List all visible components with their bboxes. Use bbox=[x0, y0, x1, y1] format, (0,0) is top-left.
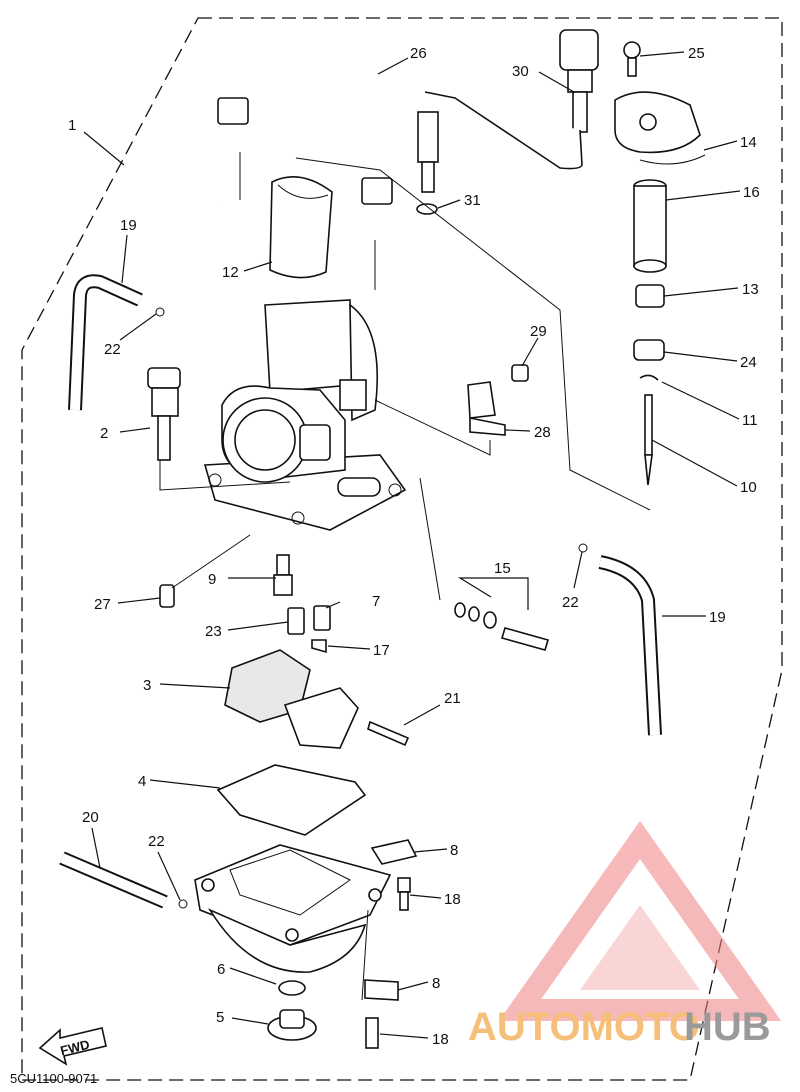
part-o-ring-6 bbox=[278, 980, 306, 996]
callout-9: 9 bbox=[208, 571, 216, 588]
part-drain-plug bbox=[267, 1009, 317, 1041]
part-rubber-cover bbox=[269, 176, 333, 279]
part-throttle-cover bbox=[614, 91, 706, 165]
callout-10: 10 bbox=[740, 479, 757, 496]
part-throttle-cable bbox=[217, 36, 393, 290]
callouts: 1 2 3 4 5 6 7 8 8 9 10 11 12 13 14 15 16… bbox=[68, 45, 760, 1048]
callout-19b: 19 bbox=[709, 609, 726, 626]
callout-3: 3 bbox=[143, 677, 151, 694]
callout-21: 21 bbox=[444, 690, 461, 707]
watermark-logo bbox=[498, 820, 782, 1021]
callout-4: 4 bbox=[138, 773, 146, 790]
callout-26: 26 bbox=[410, 45, 427, 62]
part-o-ring-31 bbox=[416, 203, 438, 215]
callout-13: 13 bbox=[742, 281, 759, 298]
part-screw-25 bbox=[623, 41, 641, 77]
callout-25: 25 bbox=[688, 45, 705, 62]
callout-18a: 18 bbox=[444, 891, 461, 908]
callout-8a: 8 bbox=[450, 842, 458, 859]
part-screw-18b bbox=[365, 1017, 379, 1049]
callout-24: 24 bbox=[740, 354, 757, 371]
part-float-bowl bbox=[194, 844, 392, 973]
watermark-text-1: AUTOMOTO bbox=[468, 1005, 700, 1049]
assembly-boundary bbox=[21, 17, 783, 1081]
callout-27: 27 bbox=[94, 596, 111, 613]
fwd-arrow: FWD bbox=[38, 1027, 107, 1066]
part-throttle-stop-screw bbox=[147, 367, 181, 461]
watermark-text-2: HUB bbox=[684, 1005, 771, 1049]
diagram-code: 5CU1100-9071 bbox=[10, 1071, 97, 1086]
callout-20: 20 bbox=[82, 809, 99, 826]
part-float bbox=[224, 649, 359, 749]
callout-29: 29 bbox=[530, 323, 547, 340]
part-clip-22b bbox=[578, 543, 588, 553]
callout-12: 12 bbox=[222, 264, 239, 281]
callout-15: 15 bbox=[494, 560, 511, 577]
callout-8b: 8 bbox=[432, 975, 440, 992]
part-jet-9 bbox=[273, 554, 293, 596]
svg-text:FWD: FWD bbox=[59, 1037, 91, 1059]
callout-6: 6 bbox=[217, 961, 225, 978]
callout-23: 23 bbox=[205, 623, 222, 640]
part-plate-24 bbox=[633, 339, 665, 361]
part-bracket-8a bbox=[370, 839, 418, 865]
part-clip-22a bbox=[155, 307, 165, 317]
part-clip-17 bbox=[311, 639, 327, 654]
part-bracket-28 bbox=[467, 381, 506, 436]
part-float-pin bbox=[367, 720, 410, 747]
callout-22a: 22 bbox=[104, 341, 121, 358]
part-screw-27 bbox=[159, 584, 175, 608]
callout-22c: 22 bbox=[148, 833, 165, 850]
part-carburetor-body bbox=[203, 299, 407, 531]
part-screw-29 bbox=[511, 364, 529, 382]
callout-14: 14 bbox=[740, 134, 757, 151]
part-main-jet bbox=[313, 605, 331, 631]
part-screw-18a bbox=[397, 877, 411, 911]
callout-11: 11 bbox=[742, 412, 758, 429]
callout-31: 31 bbox=[464, 192, 481, 209]
callout-17: 17 bbox=[373, 642, 390, 659]
part-throttle-sensor bbox=[417, 29, 599, 193]
part-spring bbox=[633, 179, 667, 273]
callout-28: 28 bbox=[534, 424, 551, 441]
callout-1: 1 bbox=[68, 117, 76, 134]
part-valve-13 bbox=[635, 284, 665, 308]
callout-5: 5 bbox=[216, 1009, 224, 1026]
callout-30: 30 bbox=[512, 63, 529, 80]
callout-18b: 18 bbox=[432, 1031, 449, 1048]
part-screw-set bbox=[454, 602, 550, 651]
part-jet-23 bbox=[287, 607, 305, 635]
part-bracket-8b bbox=[364, 979, 399, 1001]
part-clip bbox=[639, 374, 659, 381]
part-jet-needle bbox=[644, 394, 653, 486]
callout-19a: 19 bbox=[120, 217, 137, 234]
callout-2: 2 bbox=[100, 425, 108, 442]
callout-22b: 22 bbox=[562, 594, 579, 611]
callout-7: 7 bbox=[372, 593, 380, 610]
leader-lines bbox=[83, 51, 741, 1039]
callout-16: 16 bbox=[743, 184, 760, 201]
part-clip-22c bbox=[178, 899, 188, 909]
part-gasket bbox=[216, 764, 367, 836]
